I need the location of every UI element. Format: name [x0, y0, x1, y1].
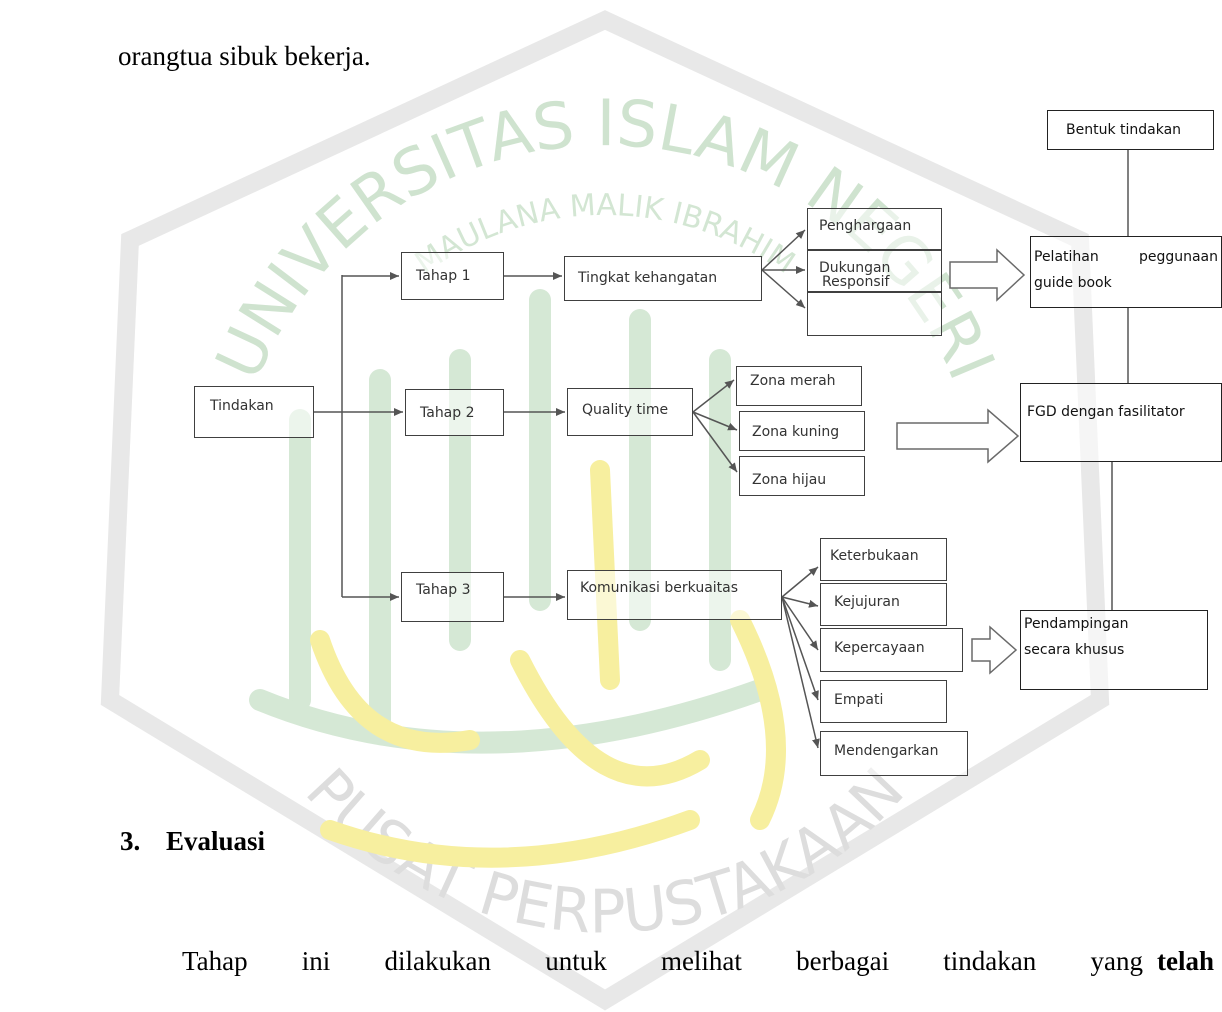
node-aspect-3-label: Komunikasi berkuaitas — [580, 580, 739, 596]
arrow-fan-2-a — [692, 379, 735, 413]
node-stage2-item-1-label: Zona merah — [750, 373, 836, 389]
node-action-3-line2: secara khusus — [1024, 642, 1125, 658]
node-action-3 — [1020, 610, 1208, 690]
node-stage-1 — [401, 252, 504, 300]
paragraph-bottom-main: Tahap ini dilakukan untuk melihat berbag… — [182, 946, 1143, 976]
node-aspect-2-label: Quality time — [582, 402, 669, 418]
node-stage-3-label: Tahap 3 — [416, 582, 471, 598]
node-stage1-item-3 — [807, 292, 942, 336]
block-arrow-3 — [971, 625, 1018, 675]
arrow-fan-1-a — [761, 229, 806, 271]
node-stage2-item-2-label: Zona kuning — [752, 424, 840, 440]
node-stage3-item-1-label: Keterbukaan — [830, 548, 919, 564]
block-arrow-2 — [896, 408, 1020, 464]
arrow-fan-2-c — [692, 411, 738, 473]
node-stage2-item-3-label: Zona hijau — [752, 472, 827, 488]
node-stage-1-label: Tahap 1 — [416, 268, 471, 284]
node-stage3-item-2 — [820, 583, 947, 626]
node-aspect-3 — [567, 570, 782, 620]
node-root-label: Tindakan — [210, 398, 274, 414]
node-aspect-2 — [567, 388, 693, 436]
node-aspect-1 — [564, 256, 762, 301]
node-stage2-item-3 — [739, 456, 865, 496]
arrow-fan-3-e — [781, 596, 820, 749]
node-stage3-item-1 — [820, 538, 947, 581]
paragraph-bottom-line: Tahap ini dilakukan untuk melihat berbag… — [182, 945, 1214, 977]
node-stage-2 — [405, 389, 504, 436]
section-heading: Evaluasi — [166, 826, 266, 856]
node-stage3-item-3-label: Kepercayaan — [834, 640, 925, 656]
node-stage1-item-3-label: Responsif — [822, 274, 890, 290]
paragraph-bottom-last: telah — [1157, 946, 1214, 976]
node-stage2-item-2 — [739, 411, 865, 451]
arrow-fan-3-b — [781, 596, 819, 608]
paragraph-top-line: orangtua sibuk bekerja. — [118, 41, 371, 71]
block-arrow-1 — [949, 248, 1026, 302]
node-stage1-item-1-label: Penghargaan — [819, 218, 912, 234]
node-action-1-line2: guide book — [1034, 275, 1112, 291]
node-action-2 — [1020, 383, 1222, 462]
node-action-2-label: FGD dengan fasilitator — [1027, 404, 1185, 420]
node-action-1-line1: Pelatihan peggunaan — [1034, 247, 1218, 267]
node-stage3-item-5 — [820, 731, 968, 776]
arrow-fan-3-c — [781, 596, 819, 651]
node-stage-2-label: Tahap 2 — [420, 405, 475, 421]
node-stage1-item-1 — [807, 208, 942, 250]
node-stage-3 — [401, 572, 504, 622]
node-action-3-line1: Pendampingan — [1024, 616, 1129, 632]
node-stage3-item-5-label: Mendengarkan — [834, 743, 939, 759]
node-stage3-item-2-label: Kejujuran — [834, 594, 900, 610]
node-stage1-item-2-label: Dukungan — [819, 260, 891, 276]
node-stage2-item-1 — [736, 366, 862, 406]
node-aspect-1-label: Tingkat kehangatan — [578, 270, 718, 286]
node-stage1-item-2 — [807, 250, 942, 292]
node-action-1 — [1030, 236, 1222, 308]
node-stage3-item-4 — [820, 680, 947, 723]
node-action-header-label: Bentuk tindakan — [1066, 122, 1182, 138]
node-action-1-word2: peggunaan — [1138, 249, 1218, 265]
arrow-fan-3-d — [781, 596, 819, 701]
arrow-fan-2-b — [692, 411, 738, 431]
arrow-fan-3-a — [781, 566, 819, 598]
arrow-fan-1-c — [761, 269, 806, 309]
node-root — [194, 386, 314, 438]
node-stage3-item-4-label: Empati — [834, 692, 884, 708]
node-stage3-item-3 — [820, 628, 963, 672]
section-number: 3. — [120, 826, 141, 856]
node-action-1-word1: Pelatihan — [1034, 249, 1099, 265]
node-action-header — [1047, 110, 1214, 150]
